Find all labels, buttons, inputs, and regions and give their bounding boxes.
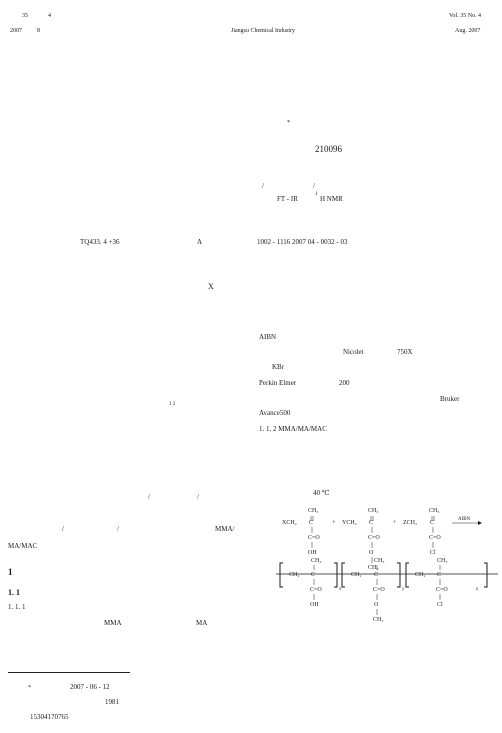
bruker-label: Bruker [440,395,460,403]
p2-co: C=O [373,587,385,593]
model-200-label: 200 [339,379,350,387]
abstract-nmr: H NMR [320,195,343,203]
p3-cl: Cl [437,602,443,608]
model-750x-label: 750X [397,348,413,356]
intro-sep-2: / [197,493,199,501]
m2-ch3: CH₃ [368,508,378,514]
abstract-sep-1: / [262,182,264,190]
intro-sep-3: / [62,525,64,533]
m3-ch3: CH₃ [429,508,439,514]
mma-label: MMA [104,619,122,627]
intro-sep-1: / [148,493,150,501]
p1-oh: OH [310,602,319,608]
nicolet-label: Nicolet [343,348,364,356]
avance-label: Avance500 [259,409,291,417]
p2-ch3-ester: CH₃ [373,617,383,623]
footnote-mark: * [28,685,31,691]
intro-sep-4: / [117,525,119,533]
header-volume-cn: 35 [22,13,28,19]
abstract-sep-2: / [313,182,315,190]
section-1-heading: 1 [8,567,13,577]
p1-subscript-x: x [339,587,342,592]
m1-ch3: CH₃ [308,508,318,514]
section-1-1-2-heading: 1. 1. 2 MMA/MA/MAC [259,425,327,433]
m2-ch3-ester: CH₃ [368,565,378,571]
p3-c: C [437,572,441,578]
postcode: 210096 [315,144,342,154]
footnote-rule [8,672,130,673]
header-date-en: Aug. 2007 [455,28,481,34]
footnote-birth-year: 1981 [105,698,119,706]
header-journal: Jiangsu Chemical Industry [231,28,295,34]
aibn-label: AIBN [259,333,277,341]
clc-number: TQ433. 4 +36 [80,238,120,246]
reaction-temperature: 40 ℃ [313,489,330,497]
m2-c: C [369,520,373,526]
m1-c: C [309,520,313,526]
plus-1: + [332,520,336,526]
p1-c: C [311,572,315,578]
header-volume-en: Vol. 35 No. 4 [449,13,482,19]
kbr-label: KBr [272,363,285,371]
p3-ch2: CH₂ [415,572,425,578]
intro-mama: MA/MAC [8,542,38,550]
header-month-cn: 8 [37,28,40,34]
m1-co: C=O [308,535,320,541]
p2-subscript-y: y [402,587,405,592]
p3-co: C=O [436,587,448,593]
m1-xch2: XCH₂ [282,520,297,526]
english-title-mark: X [208,282,214,291]
m2-co: C=O [368,535,380,541]
p3-ch3: CH₃ [437,558,447,564]
article-id: 1002 - 1116 2007 04 - 0032 - 03 [257,238,348,246]
perkin-elmer-label: Perkin Elmer [259,379,297,387]
reference-superscript: 1 2 [169,402,176,407]
ma-label: MA [196,619,208,627]
footnote-phone: 15304170765 [30,713,69,721]
intro-mma: MMA/ [215,525,235,533]
m3-zch2: ZCH₂ [403,520,417,526]
abstract-methods: FT - IR [277,195,298,203]
header-year-cn: 2007 [10,28,22,34]
footnote-received-date: 2007 - 06 - 12 [70,683,110,691]
p1-ch3: CH₃ [311,558,321,564]
m2-o: O [369,550,374,556]
header-issue-cn: 4 [48,13,51,19]
document-code: A [197,238,203,246]
m2-ych2: YCH₂ [342,520,357,526]
m3-c: C [430,520,434,526]
p2-o: O [374,602,379,608]
plus-2: + [393,520,397,526]
p1-ch2: CH₂ [289,572,299,578]
m3-cl: Cl [430,550,436,556]
p3-subscript-z: z [476,587,479,592]
abstract-nmr-sup: 1 [315,192,318,197]
m1-oh: OH [308,550,317,556]
p1-co: C=O [310,587,322,593]
p2-ch2: CH₂ [351,572,361,578]
section-1-1-heading: 1. 1 [8,588,20,597]
p2-ch3: CH₃ [374,558,384,564]
arrow-aibn-label: AIBN [458,517,471,522]
m3-co: C=O [429,535,441,541]
author-mark: * [287,120,290,126]
section-1-1-1-heading: 1. 1. 1 [8,603,26,611]
p2-c: C [374,572,378,578]
